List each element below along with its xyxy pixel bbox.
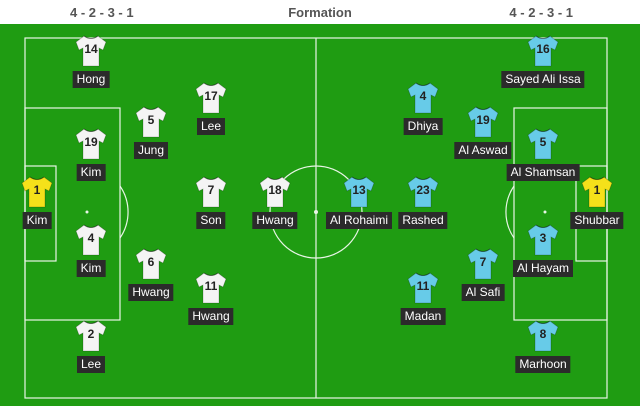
player-number: 4 <box>87 231 95 245</box>
formation-title: Formation <box>288 4 352 20</box>
formation-header: 4 - 2 - 3 - 1 Formation 4 - 2 - 3 - 1 <box>0 0 640 24</box>
player-number: 1 <box>593 183 601 197</box>
player-name: Hwang <box>128 284 174 301</box>
player-name: Hong <box>72 71 110 88</box>
player-number: 4 <box>419 89 427 103</box>
jersey-icon <box>73 222 109 258</box>
jersey-icon <box>579 174 615 210</box>
player-number: 5 <box>147 113 155 127</box>
player-number: 17 <box>204 89 218 103</box>
player-name: Al Hayam <box>512 260 574 277</box>
jersey-icon <box>133 104 169 140</box>
player-number: 19 <box>476 113 490 127</box>
player-number: 8 <box>539 327 547 341</box>
jersey-icon <box>465 104 501 140</box>
player-name: Lee <box>196 118 226 135</box>
jersey-icon <box>525 126 561 162</box>
player-number: 11 <box>416 279 430 293</box>
jersey-icon <box>405 174 441 210</box>
player-number: 18 <box>268 183 282 197</box>
player-name: Son <box>196 212 226 229</box>
away-formation-label: 4 - 2 - 3 - 1 <box>509 4 573 20</box>
player-name: Al Aswad <box>454 142 512 159</box>
jersey-icon <box>341 174 377 210</box>
jersey-icon <box>19 174 55 210</box>
away-player[interactable]: 3 Al Hayam <box>503 222 583 282</box>
jersey-icon <box>73 126 109 162</box>
player-number: 19 <box>84 135 98 149</box>
player-name: Sayed Ali Issa <box>501 71 585 88</box>
player-name: Rashed <box>398 212 448 229</box>
player-name: Kim <box>76 164 106 181</box>
player-number: 7 <box>479 255 487 269</box>
player-name: Al Safi <box>461 284 505 301</box>
jersey-icon <box>73 33 109 69</box>
player-number: 14 <box>84 42 98 56</box>
jersey-icon <box>193 80 229 116</box>
player-number: 2 <box>87 327 95 341</box>
player-number: 13 <box>352 183 366 197</box>
away-player[interactable]: 5 Al Shamsan <box>503 126 583 186</box>
player-name: Al Shamsan <box>506 164 580 181</box>
player-name: Kim <box>22 212 52 229</box>
player-number: 23 <box>416 183 430 197</box>
player-number: 16 <box>536 42 550 56</box>
player-number: 3 <box>539 231 547 245</box>
away-player[interactable]: 7 Al Safi <box>443 246 523 306</box>
jersey-icon <box>525 33 561 69</box>
jersey-icon <box>73 318 109 354</box>
away-player[interactable]: 19 Al Aswad <box>443 104 523 164</box>
player-name: Shubbar <box>570 212 624 229</box>
jersey-icon <box>405 80 441 116</box>
home-formation-label: 4 - 2 - 3 - 1 <box>70 4 134 20</box>
player-name: Marhoon <box>515 356 571 373</box>
jersey-icon <box>133 246 169 282</box>
player-name: Hwang <box>188 308 234 325</box>
player-number: 11 <box>204 279 218 293</box>
player-name: Dhiya <box>403 118 443 135</box>
player-number: 6 <box>147 255 155 269</box>
jersey-icon <box>405 270 441 306</box>
jersey-icon <box>257 174 293 210</box>
jersey-icon <box>193 270 229 306</box>
player-number: 5 <box>539 135 547 149</box>
player-number: 7 <box>207 183 215 197</box>
jersey-icon <box>525 318 561 354</box>
jersey-icon <box>193 174 229 210</box>
player-name: Hwang <box>252 212 298 229</box>
jersey-icon <box>525 222 561 258</box>
player-name: Madan <box>400 308 446 325</box>
away-player[interactable]: 13 Al Rohaimi <box>319 174 399 234</box>
player-number: 1 <box>33 183 41 197</box>
player-name: Jung <box>133 142 169 159</box>
player-name: Lee <box>76 356 106 373</box>
player-name: Kim <box>76 260 106 277</box>
jersey-icon <box>465 246 501 282</box>
player-name: Al Rohaimi <box>325 212 393 229</box>
